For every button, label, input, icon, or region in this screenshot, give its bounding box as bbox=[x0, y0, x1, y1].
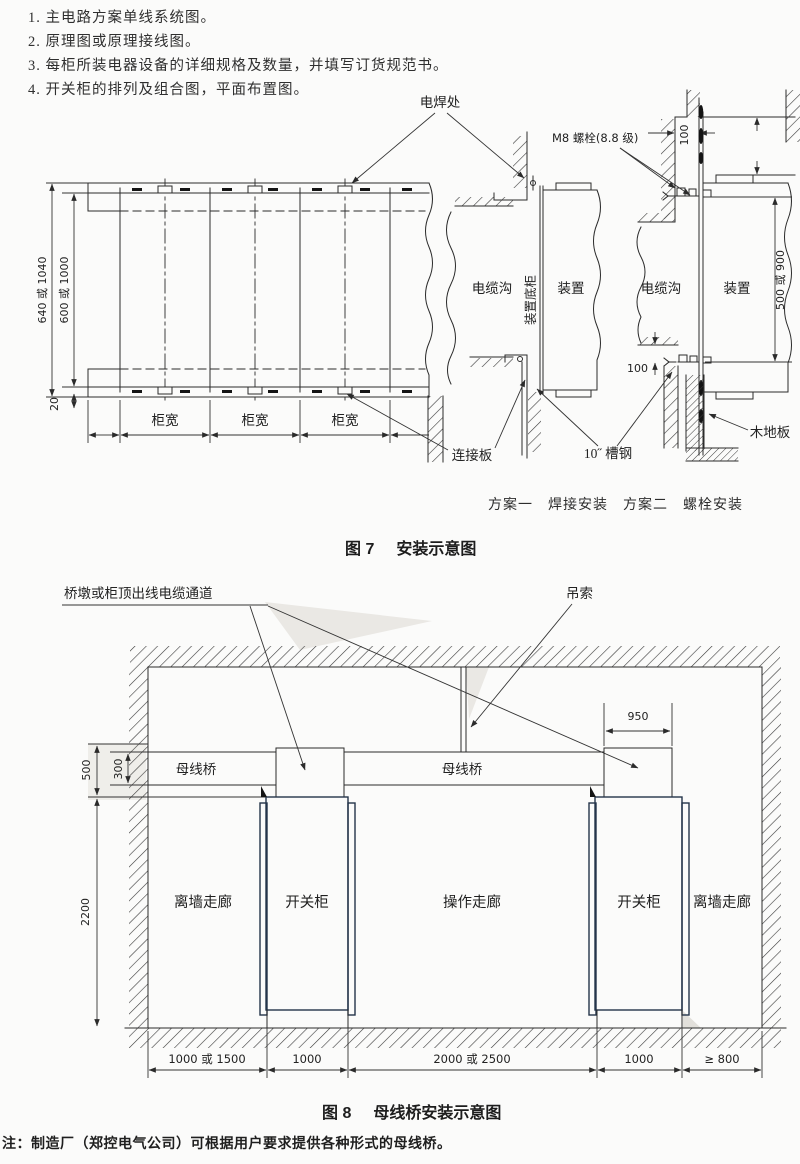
figure8-caption: 图 8 母线桥安装示意图 bbox=[322, 1099, 501, 1123]
figure8-diagram: 桥墩或柜顶出线电缆通道 吊索 母线桥 母线桥 离墙走廊 开关柜 操作走廊 开关柜… bbox=[62, 586, 787, 1078]
dim-floor-seg-3: 2000 或 2500 bbox=[433, 1052, 510, 1066]
label-m8-bolt: M8 螺栓(8.8 级) bbox=[552, 131, 638, 145]
label-switch-cabinet-right: 开关柜 bbox=[617, 894, 661, 911]
label-cable-trench-1: 电缆沟 bbox=[472, 281, 513, 296]
label-channel-steel: 10˝ 槽钢 bbox=[584, 446, 632, 461]
list-item-4: 4. 开关柜的排列及组合图，平面布置图。 bbox=[28, 82, 309, 98]
figure7-scheme-caption: 方案一 焊接安装 方案二 螺栓安装 bbox=[488, 498, 743, 513]
figure7-diagram: 电焊处 M8 螺栓(8.8 级) 电缆沟 装置 装置底柜 电缆沟 装置 柜宽 柜… bbox=[36, 89, 800, 463]
dim-bottom-gap: 100 bbox=[627, 362, 648, 375]
label-operation-corridor: 操作走廊 bbox=[443, 894, 501, 911]
label-wall-corridor-left: 离墙走廊 bbox=[174, 894, 232, 911]
dim-floor-seg-4: 1000 bbox=[624, 1052, 653, 1066]
dim-inner-depth: 600 或 1000 bbox=[58, 257, 71, 324]
label-wood-floor: 木地板 bbox=[750, 425, 791, 440]
dim-top-gap: 100 bbox=[678, 125, 691, 146]
dim-floor-seg-1: 1000 或 1500 bbox=[168, 1052, 245, 1066]
label-cable-trench-2: 电缆沟 bbox=[641, 281, 682, 296]
dim-floor-seg-5: ≥ 800 bbox=[704, 1052, 739, 1066]
dim-device-height: 500 或 900 bbox=[774, 250, 787, 310]
dim-plate-offset: 20 bbox=[48, 397, 61, 411]
list-item-3: 3. 每柜所装电器设备的详细规格及数量，并填写订货规范书。 bbox=[28, 58, 449, 74]
dim-floor-seg-2: 1000 bbox=[292, 1052, 321, 1066]
dim-bridge-width: 950 bbox=[628, 710, 649, 723]
figure8-caption-number: 图 8 bbox=[322, 1105, 352, 1122]
label-cabinet-width-2: 柜宽 bbox=[242, 412, 269, 428]
figure7-caption: 图 7 安装示意图 bbox=[345, 535, 476, 559]
figure7-caption-title: 安装示意图 bbox=[396, 541, 477, 558]
footnote: 注：制造厂（郑控电气公司）可根据用户要求提供各种形式的母线桥。 bbox=[2, 1137, 452, 1152]
label-device-2: 装置 bbox=[724, 281, 751, 296]
label-cabinet-width-1: 柜宽 bbox=[152, 412, 179, 428]
label-weld-point: 电焊处 bbox=[420, 95, 461, 110]
figure7-linework bbox=[46, 89, 800, 463]
list-item-2: 2. 原理图或原理接线图。 bbox=[28, 34, 201, 50]
figure8-caption-title: 母线桥安装示意图 bbox=[373, 1105, 502, 1122]
figure7-caption-number: 图 7 bbox=[345, 541, 375, 558]
label-wall-corridor-right: 离墙走廊 bbox=[693, 894, 751, 911]
dim-ceiling-offset: 500 bbox=[80, 760, 93, 781]
list-item-1: 1. 主电路方案单线系统图。 bbox=[28, 10, 216, 26]
label-switch-cabinet-left: 开关柜 bbox=[285, 894, 329, 911]
label-connection-plate: 连接板 bbox=[452, 447, 493, 463]
dim-bridge-height: 300 bbox=[112, 759, 125, 780]
dim-cabinet-height: 2200 bbox=[79, 898, 92, 926]
dim-outer-depth: 640 或 1040 bbox=[36, 257, 49, 324]
label-device-bottom-cabinet: 装置底柜 bbox=[523, 275, 538, 325]
label-device-1: 装置 bbox=[558, 281, 585, 296]
label-sling: 吊索 bbox=[566, 586, 593, 601]
label-busbar-bridge-2: 母线桥 bbox=[442, 762, 483, 777]
switch-cabinet-left bbox=[259, 786, 356, 1029]
label-busbar-bridge-1: 母线桥 bbox=[176, 762, 217, 777]
figure8-linework bbox=[62, 602, 787, 1078]
switch-cabinet-right bbox=[588, 786, 690, 1029]
label-cabinet-width-3: 柜宽 bbox=[332, 412, 359, 428]
label-cable-channel: 桥墩或柜顶出线电缆通道 bbox=[64, 586, 213, 601]
